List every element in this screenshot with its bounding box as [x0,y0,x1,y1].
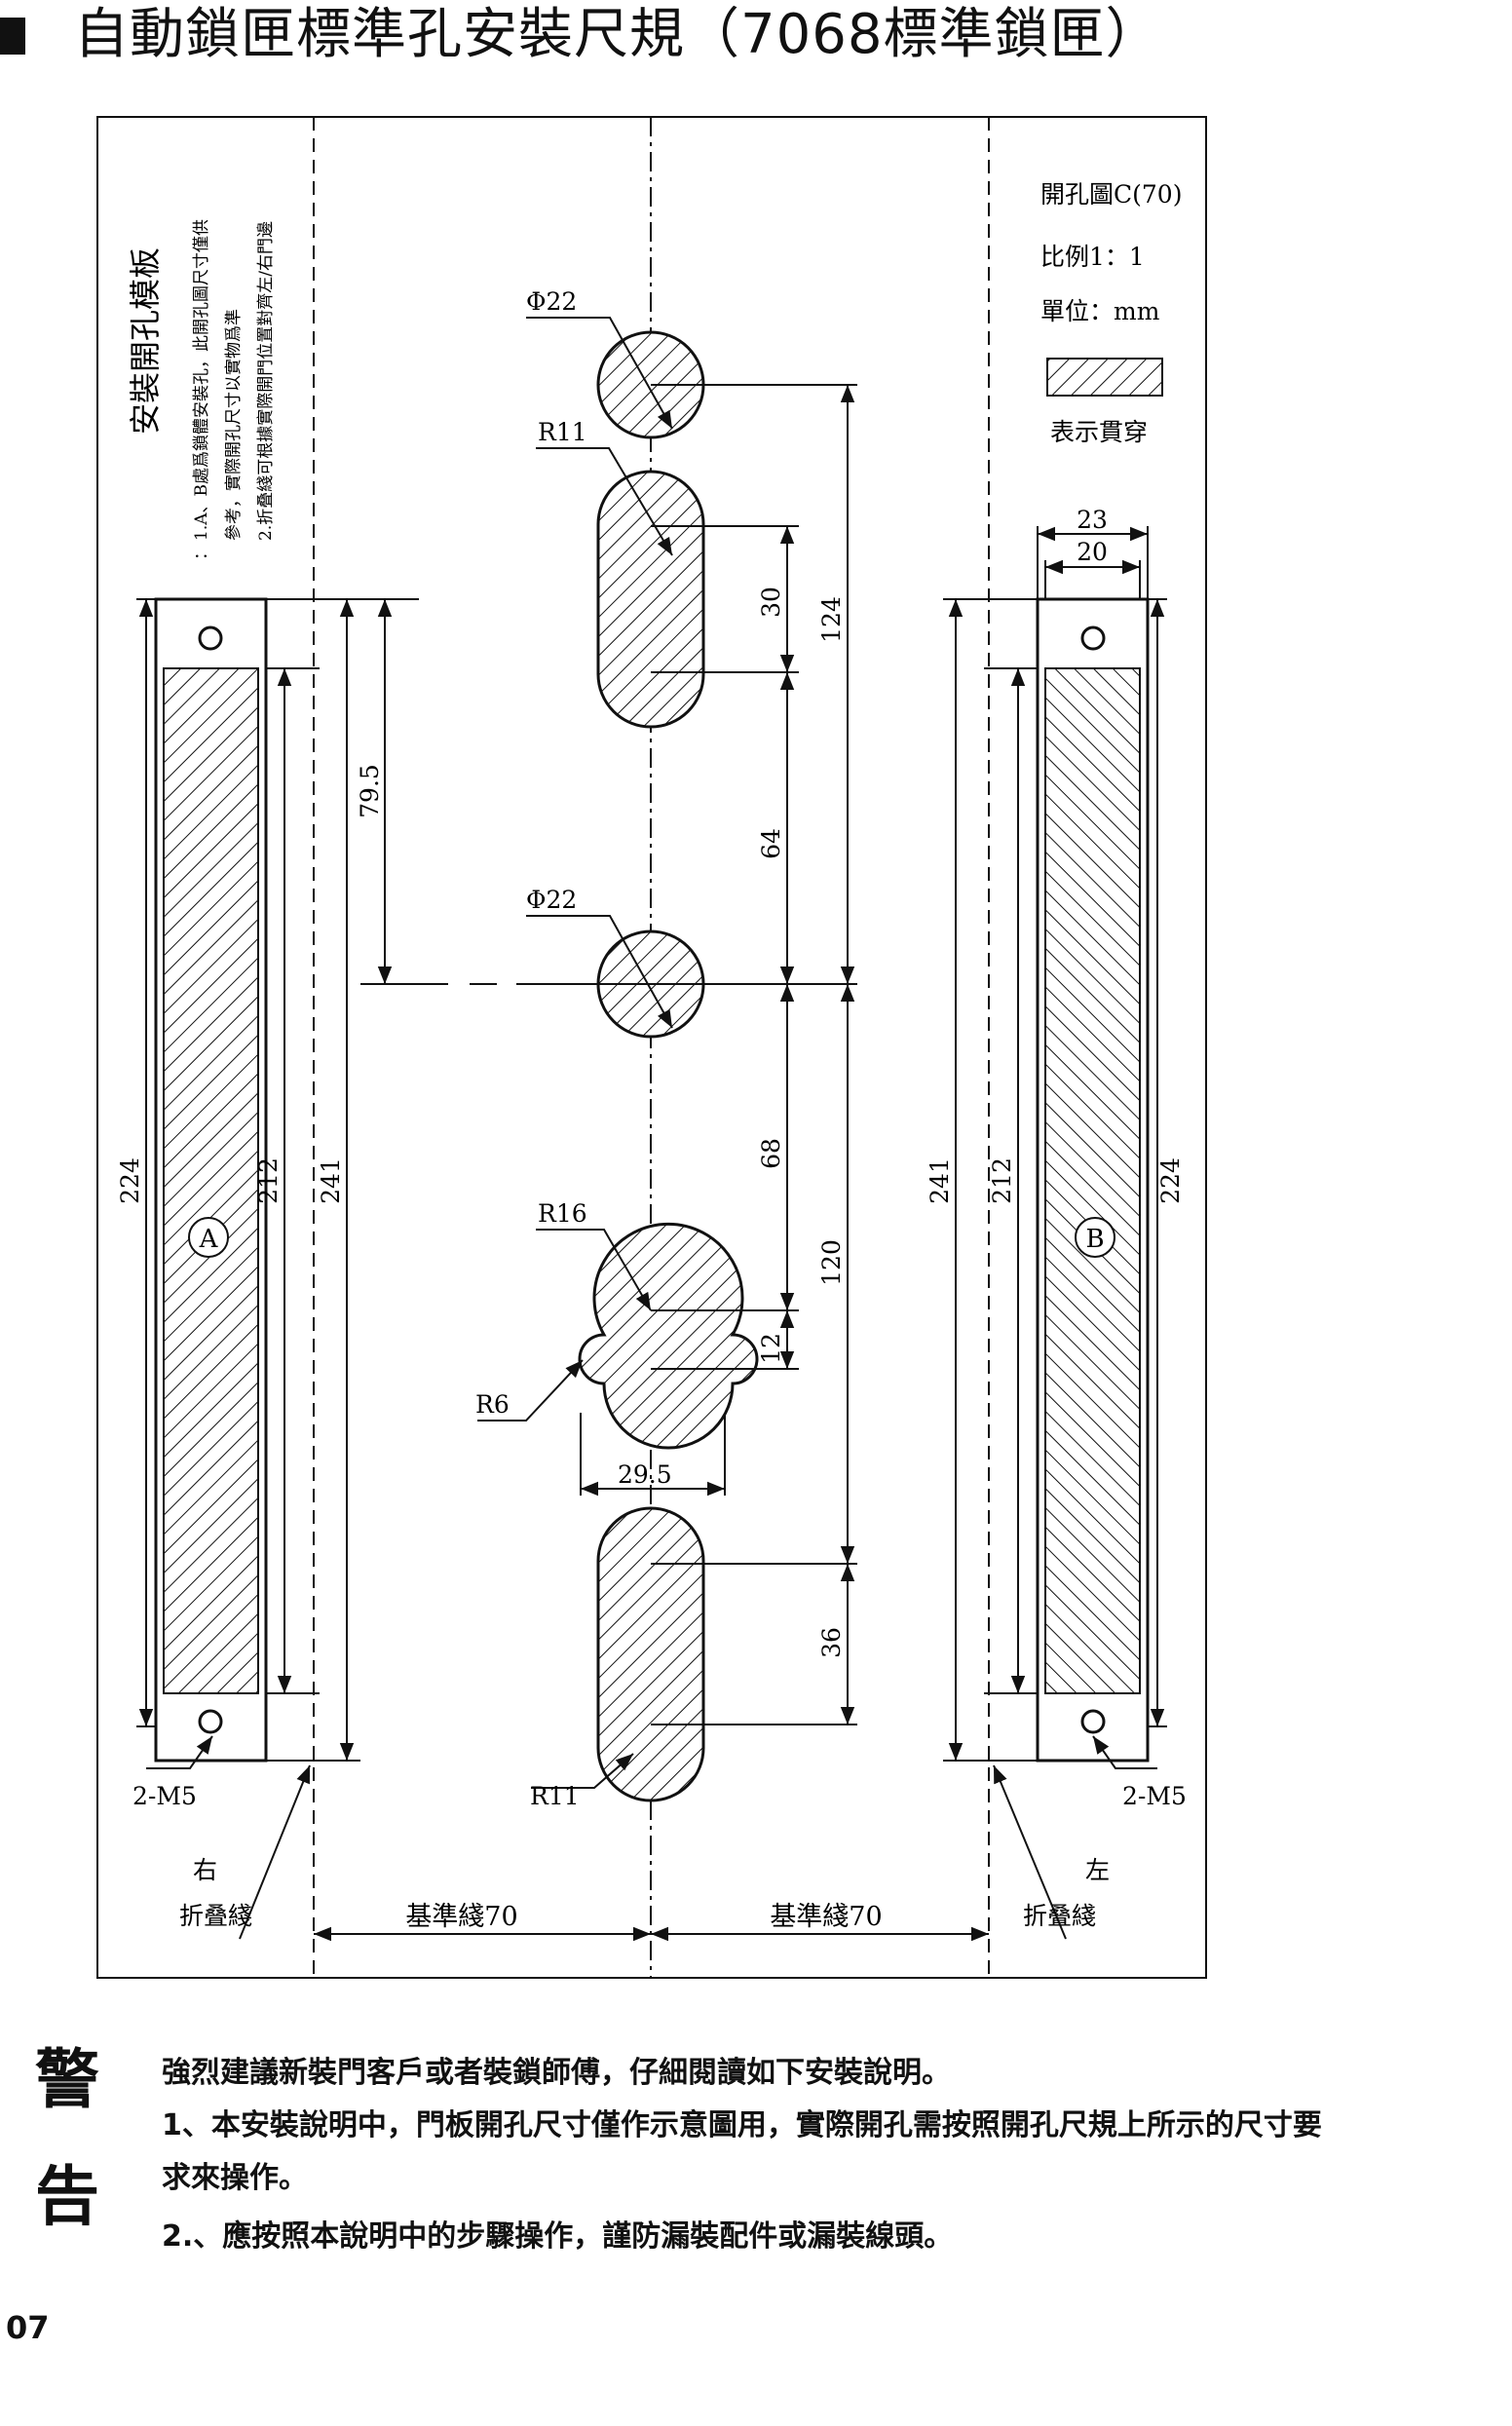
note-colon: ： [192,544,211,560]
note-line-2: 參考，實際開孔尺寸以實物爲準 [224,309,244,541]
bottom-slot-hole [596,1506,705,1802]
warning-line-3: 求來操作。 [162,2161,308,2195]
r11-bottom-text: R11 [530,1782,580,1810]
right-fold-title: 右 [193,1856,217,1884]
r11-top-text: R11 [538,418,587,446]
warning-line-2: 1、本安裝說明中，門板開孔尺寸僅作示意圖用，實際開孔需按照開孔尺規上所示的尺寸要 [162,2108,1322,2142]
dim-30-text: 30 [757,587,785,618]
marker-b-label: B [1085,1225,1104,1254]
left-fold-title: 左 [1085,1856,1110,1884]
right-plate-outline [1036,597,1150,1763]
left-bottom-screw-hole [198,1709,223,1734]
r16-text: R16 [538,1199,587,1228]
scale-label: 比例1：1 [1040,243,1145,271]
right-m5-text: 2-M5 [1122,1782,1187,1810]
dim-20-text: 20 [1077,538,1108,566]
lock-body-cutout [578,1222,759,1450]
left-m5-leader [146,1735,213,1769]
left-dim-224-text: 224 [116,1157,144,1204]
top-slot-hole [596,470,705,729]
drawing-name: 開孔圖C(70) [1040,180,1182,208]
warning-char-2: 告 [35,2159,99,2234]
r11-bottom-leader [531,1753,634,1789]
right-dim-224-text: 224 [1156,1157,1185,1204]
right-fold-label: 折叠綫 [179,1902,252,1930]
right-top-screw-hole [1080,625,1106,651]
left-dim-212-text: 212 [254,1157,283,1204]
right-dim-241-text: 241 [926,1157,954,1204]
template-vertical-title: 安裝開孔模板 [127,247,164,435]
right-plate-hatch [1044,667,1141,1694]
marker-b-circle [1075,1217,1115,1258]
r6-leader [477,1359,584,1421]
right-m5-leader [1092,1735,1157,1769]
left-baseline-label: 基準綫70 [405,1902,517,1932]
dim-79-5-text: 79.5 [356,764,384,818]
left-fold-label: 折叠綫 [1023,1902,1096,1930]
warning-line-1: 強烈建議新裝門客戶或者裝鎖師傅，仔細閱讀如下安裝說明。 [162,2056,951,2090]
right-baseline-label: 基準綫70 [770,1902,882,1932]
dim-12-text: 12 [757,1333,785,1364]
dim-36-text: 36 [817,1627,846,1658]
warning-char-1: 警 [35,2042,99,2117]
left-plate-outline [154,597,268,1763]
dim-120-text: 120 [817,1239,846,1286]
legend-hatch-swatch [1046,358,1163,397]
r6-text: R6 [475,1390,510,1419]
phi22-top-text: Φ22 [526,287,577,316]
left-fold-leader [993,1764,1067,1940]
marker-a-circle [188,1217,229,1258]
note-line-3: 2.折叠綫可根據實際開門位置對齊左/右門邊 [256,221,276,541]
phi22-mid-leader [526,915,673,1029]
left-top-screw-hole [198,625,223,651]
hatch-meaning: 表示貫穿 [1050,418,1148,446]
dim-23-text: 23 [1077,506,1108,534]
left-plate-hatch [163,667,259,1694]
right-bottom-screw-hole [1080,1709,1106,1734]
warning-line-4: 2.、應按照本說明中的步驟操作，謹防漏裝配件或漏裝線頭。 [162,2219,954,2254]
r11-top-leader [536,447,673,556]
dim-29-5-text: 29.5 [618,1460,672,1489]
page-header: 自動鎖匣標準孔安裝尺規（7068標準鎖匣） [0,0,1512,78]
dim-68-text: 68 [757,1138,785,1169]
dim-124-text: 124 [817,596,846,643]
right-fold-leader [239,1764,311,1940]
phi22-mid-text: Φ22 [526,886,577,914]
left-dim-241-text: 241 [317,1157,345,1204]
phi22-top-leader [526,317,673,430]
dim-64-text: 64 [757,828,785,859]
page-title: 自動鎖匣標準孔安裝尺規（7068標準鎖匣） [74,3,1161,66]
note-line-1: 1.A、B處爲鎖體安裝孔，此開孔圖尺寸僅供 [192,219,211,541]
marker-a-label: A [199,1225,219,1254]
r16-leader [536,1229,652,1311]
right-dim-212-text: 212 [988,1157,1016,1204]
left-m5-text: 2-M5 [132,1782,197,1810]
page-number: 07 [6,2309,50,2346]
unit-label: 單位：mm [1040,297,1160,325]
warning-section: 警 告 強烈建議新裝門客戶或者裝鎖師傅，仔細閱讀如下安裝說明。 1、本安裝說明中… [35,2046,1496,2299]
title-square-marker [0,18,25,55]
